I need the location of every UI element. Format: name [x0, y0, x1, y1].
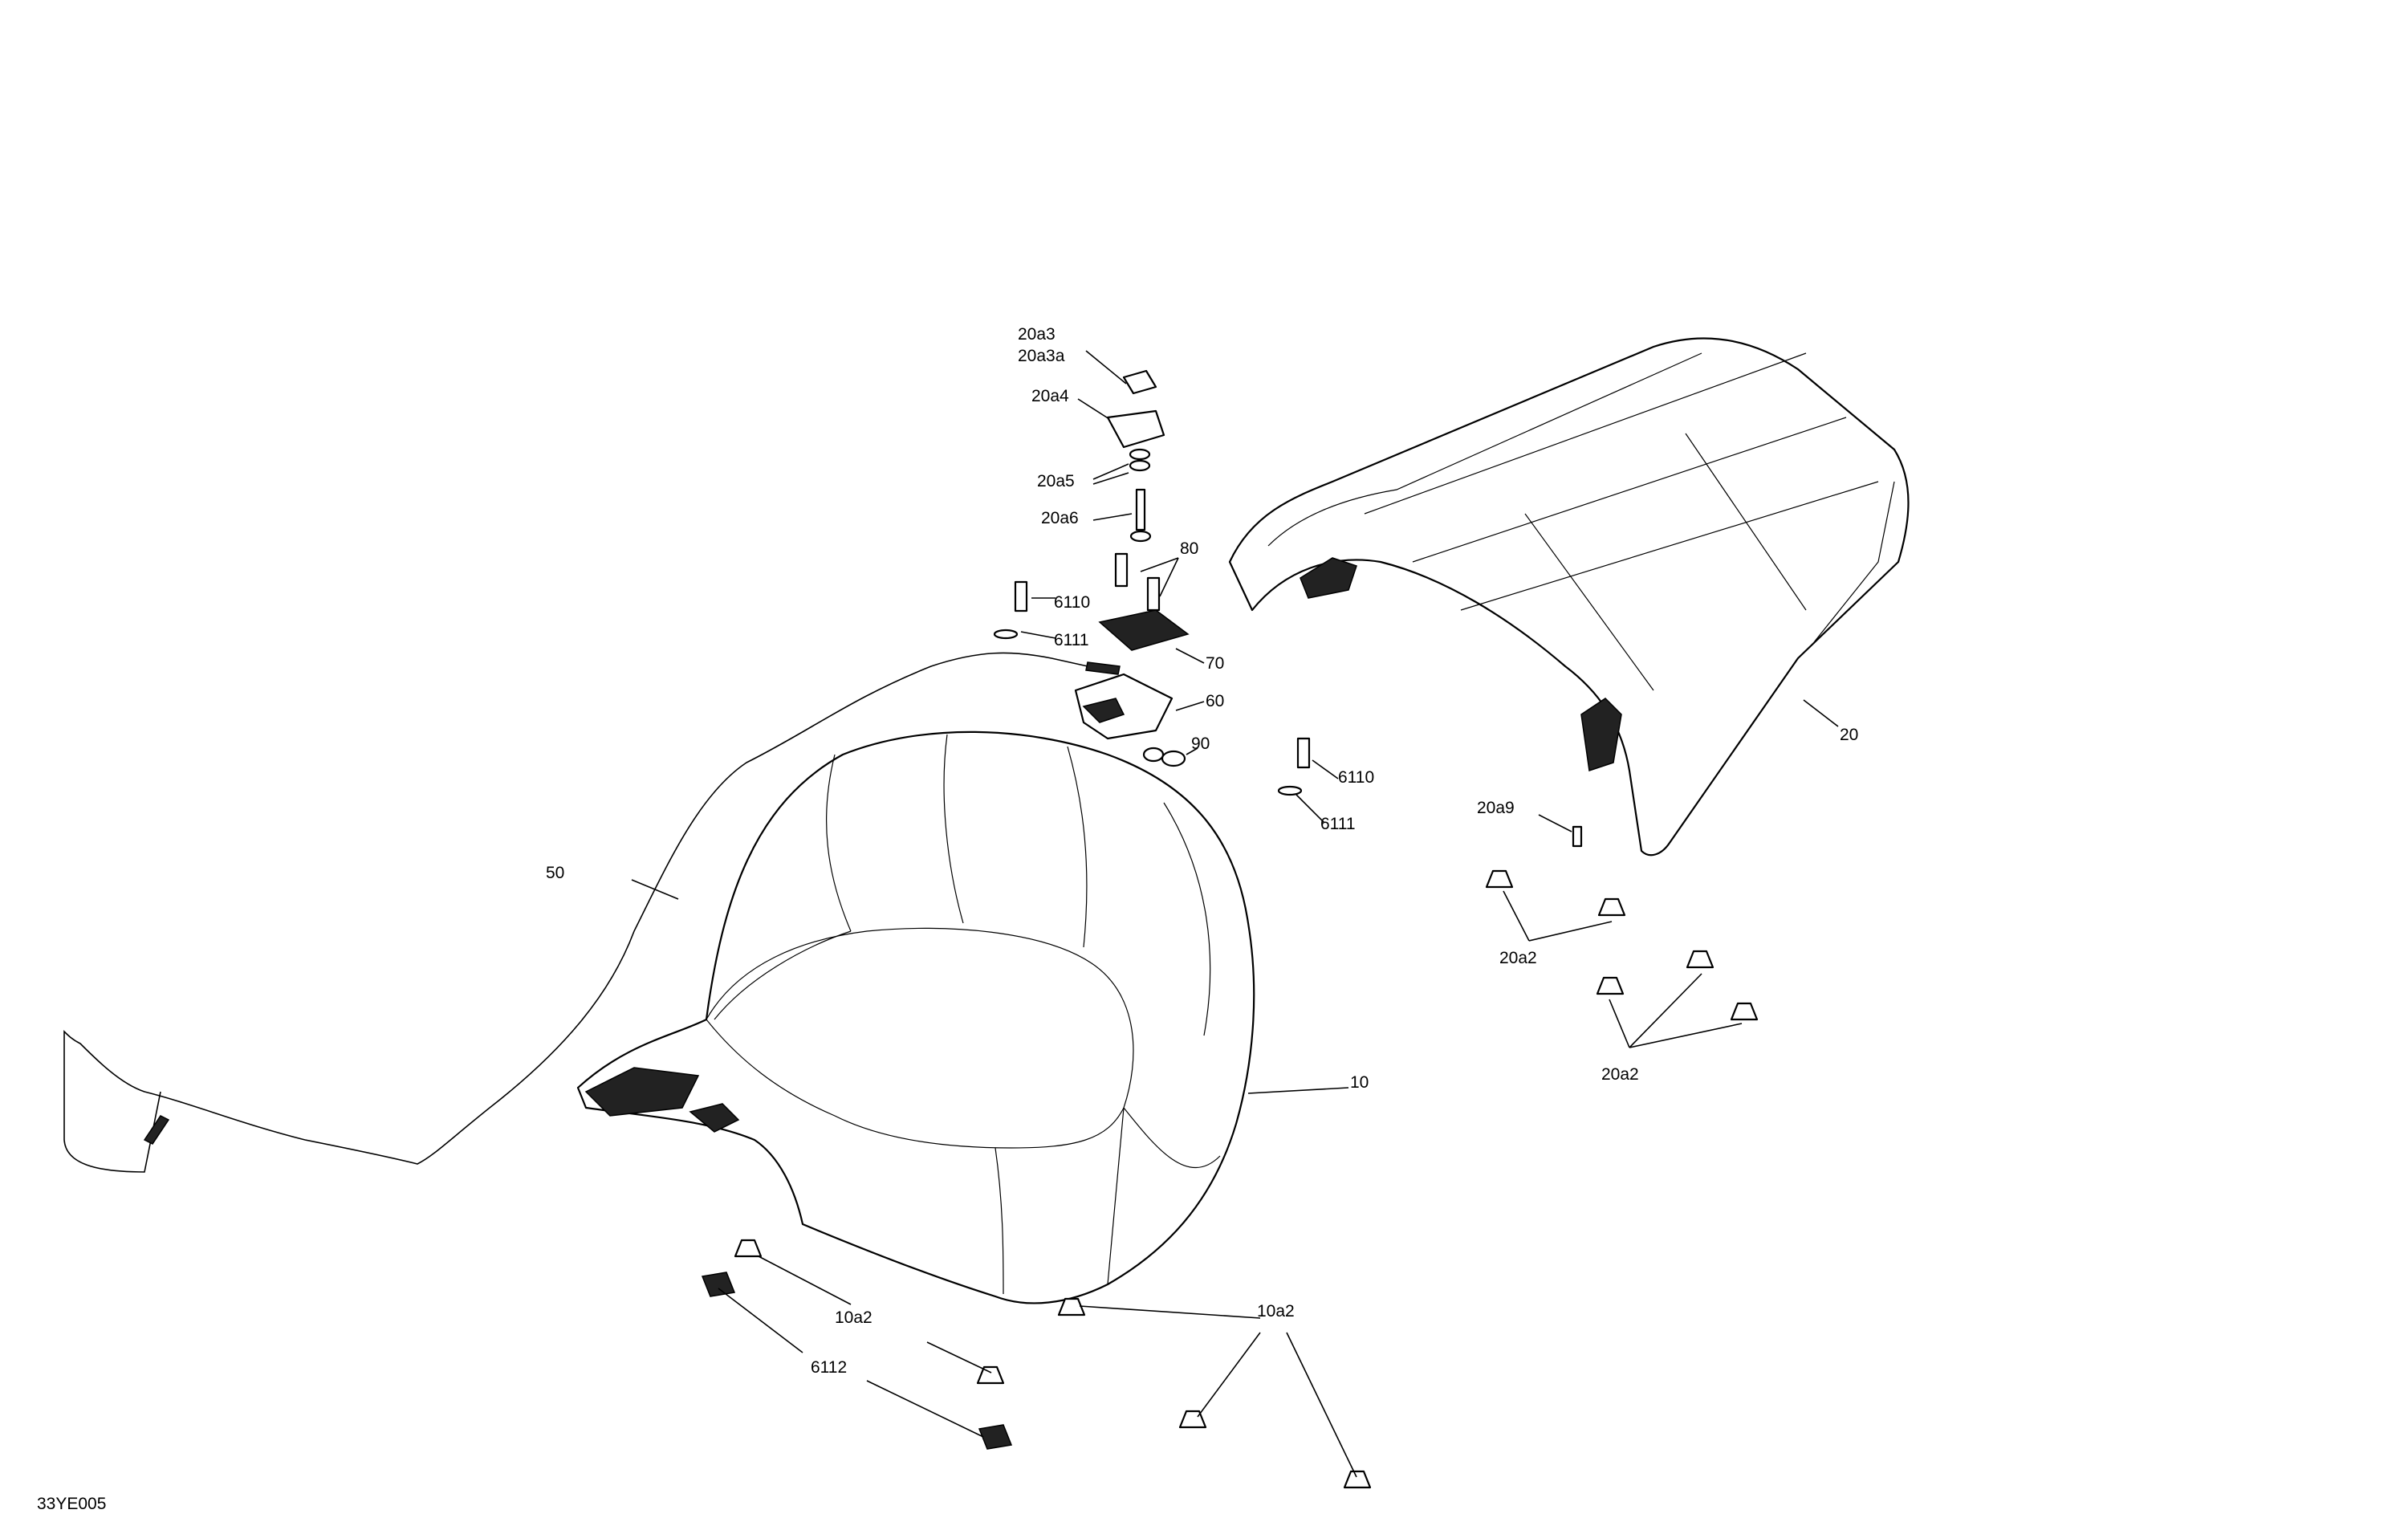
- label-6111-left: 6111: [1054, 631, 1089, 649]
- label-10: 10: [1350, 1073, 1369, 1092]
- bumpers: [701, 869, 1759, 1489]
- label-20a9: 20a9: [1477, 799, 1515, 817]
- diagram-code: 33YE005: [37, 1495, 106, 1513]
- callout-labels: 20a3 20a3a 20a4 20a5 20a6 80 6110 6111 7…: [37, 325, 1858, 1513]
- label-20a5: 20a5: [1037, 472, 1075, 490]
- label-20a2-lower: 20a2: [1601, 1065, 1639, 1084]
- label-20: 20: [1840, 726, 1858, 744]
- label-6112: 6112: [811, 1358, 847, 1377]
- label-6111-right: 6111: [1320, 815, 1356, 833]
- label-60: 60: [1206, 692, 1224, 710]
- label-70: 70: [1206, 654, 1224, 673]
- front-seat-10: [576, 730, 1255, 1304]
- label-20a3a: 20a3a: [1018, 347, 1065, 365]
- label-80: 80: [1180, 539, 1198, 558]
- label-10a2-right: 10a2: [1257, 1302, 1295, 1320]
- label-20a2-upper: 20a2: [1499, 949, 1537, 967]
- label-6110-left: 6110: [1054, 593, 1090, 612]
- cable-50: [63, 652, 1121, 1173]
- label-20a6: 20a6: [1041, 509, 1079, 527]
- rear-seat-20: [1228, 337, 1910, 857]
- label-50: 50: [546, 864, 564, 882]
- label-6110-right: 6110: [1338, 768, 1374, 787]
- label-20a4: 20a4: [1031, 387, 1069, 405]
- label-90: 90: [1191, 735, 1210, 753]
- label-10a2-left: 10a2: [835, 1308, 872, 1327]
- latch-hardware: [993, 369, 1583, 848]
- label-20a3: 20a3: [1018, 325, 1056, 344]
- leader-lines: [631, 350, 1839, 1478]
